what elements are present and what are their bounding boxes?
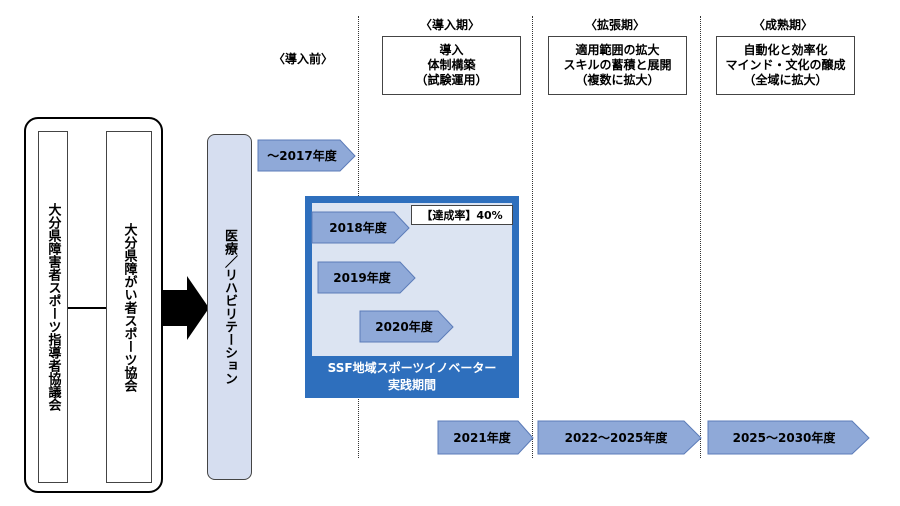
phase-box-mature-line1: 自動化と効率化 (743, 43, 828, 57)
phase-box-mature-line2: マインド・文化の醸成 (725, 58, 846, 72)
big-right-arrow-icon (163, 276, 209, 340)
phase-box-intro: 導入 体制構築 （試験運用） (382, 36, 521, 95)
timeline-arrow-2020: 2020年度 (359, 310, 454, 343)
timeline-arrow-2018: 2018年度 (311, 211, 410, 244)
phase-box-expand-line2: スキルの蓄積と展開 (563, 58, 672, 72)
timeline-arrow-2022-2025: 2022～2025年度 (537, 420, 702, 455)
timeline-arrow-2019: 2019年度 (317, 261, 416, 294)
separator-line-2 (532, 16, 533, 458)
council-label: 大分県障害者スポーツ指導者協議会 (45, 203, 61, 411)
timeline-label-2022-2025: 2022～2025年度 (565, 430, 669, 445)
phase-box-mature: 自動化と効率化 マインド・文化の醸成 （全域に拡大） (716, 36, 855, 95)
phase-box-expand-line3: （複数に拡大） (575, 73, 660, 87)
timeline-label-2021: 2021年度 (453, 430, 511, 445)
timeline-label-2025-2030: 2025～2030年度 (733, 430, 837, 445)
phase-box-expand: 適用範囲の拡大 スキルの蓄積と展開 （複数に拡大） (548, 36, 687, 95)
phase-box-expand-line1: 適用範囲の拡大 (575, 43, 660, 57)
phase-label-expand: 〈拡張期〉 (584, 18, 645, 32)
association-label: 大分県障がい者スポーツ協会 (121, 222, 137, 392)
ssf-achievement-badge: 【達成率】40% (411, 205, 513, 225)
ssf-title-line2: 実践期間 (387, 378, 436, 392)
medical-rehab-box: 医療／リハビリテーション (207, 134, 252, 480)
phase-box-intro-line3: （試験運用） (415, 73, 488, 87)
medical-rehab-label: 医療／リハビリテーション (222, 229, 237, 385)
phase-label-intro: 〈導入期〉 (419, 18, 480, 32)
council-box: 大分県障害者スポーツ指導者協議会 (38, 131, 68, 483)
phase-label-pre: 〈導入前〉 (272, 52, 333, 66)
timeline-label-2020: 2020年度 (375, 319, 433, 334)
connector-line (68, 307, 106, 309)
timeline-arrow-2021: 2021年度 (437, 420, 534, 455)
timeline-label-2019: 2019年度 (333, 270, 391, 285)
ssf-title-line1: SSF地域スポーツイノベーター (327, 361, 497, 375)
timeline-arrow-pre2017: ～2017年度 (257, 139, 356, 172)
association-box: 大分県障がい者スポーツ協会 (106, 131, 152, 483)
timeline-label-2018: 2018年度 (329, 220, 387, 235)
phase-box-intro-line2: 体制構築 (427, 58, 476, 72)
separator-line-3 (700, 16, 701, 458)
timeline-label-pre2017: ～2017年度 (267, 148, 337, 163)
ssf-title: SSF地域スポーツイノベーター 実践期間 (305, 360, 519, 394)
organization-group (24, 117, 163, 493)
phase-label-mature: 〈成熟期〉 (752, 18, 813, 32)
ssf-achievement-text: 【達成率】40% (421, 209, 503, 222)
phase-box-mature-line3: （全域に拡大） (743, 73, 828, 87)
timeline-arrow-2025-2030: 2025～2030年度 (707, 420, 870, 455)
phase-box-intro-line1: 導入 (439, 43, 464, 57)
